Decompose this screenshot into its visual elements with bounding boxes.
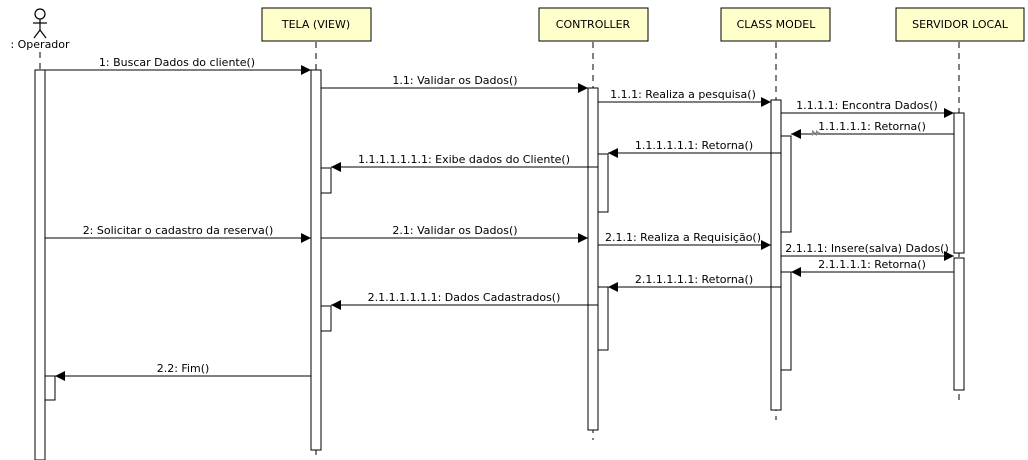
message-label-2: 2: Solicitar o cadastro da reserva() <box>83 224 274 237</box>
lifeline-head-tela-view: TELA (VIEW) <box>261 7 372 42</box>
activation-servidor-local-1 <box>953 112 965 254</box>
activation-class-model <box>770 99 782 411</box>
message-label-2-2: 2.2: Fim() <box>157 362 210 375</box>
activation-controller-nested-1 <box>597 153 609 213</box>
message-label-1-1-1-1: 1.1.1.1: Encontra Dados() <box>796 99 938 112</box>
return-chevron-icon <box>812 130 820 136</box>
message-label-1-1-1-1-1: 1.1.1.1.1: Retorna() <box>818 120 926 133</box>
lifeline-head-servidor-local: SERVIDOR LOCAL <box>895 7 1025 42</box>
activation-controller-nested-2 <box>597 286 609 351</box>
actor-operador: : Operador <box>10 8 70 51</box>
message-label-2-1: 2.1: Validar os Dados() <box>392 224 517 237</box>
svg-text:CLASS MODEL: CLASS MODEL <box>737 18 817 31</box>
lifeline-head-class-model: CLASS MODEL <box>720 7 831 42</box>
activation-operador-nested <box>44 375 56 401</box>
message-label-1-1: 1.1: Validar os Dados() <box>392 74 517 87</box>
message-label-1-1-1-1-1-1: 1.1.1.1.1.1: Retorna() <box>635 139 753 152</box>
message-label-2-1-1-1-1: 2.1.1.1.1: Retorna() <box>818 258 926 271</box>
activation-class-model-nested-2 <box>780 271 792 371</box>
actor-label: : Operador <box>10 38 70 51</box>
activation-operador <box>34 69 46 460</box>
activation-tela-view-nested-2 <box>320 305 332 332</box>
svg-text:SERVIDOR LOCAL: SERVIDOR LOCAL <box>912 18 1009 31</box>
svg-text:CONTROLLER: CONTROLLER <box>556 18 631 31</box>
activation-controller <box>587 87 599 431</box>
message-label-2-1-1: 2.1.1: Realiza a Requisição() <box>605 231 761 244</box>
message-label-2-1-1-1: 2.1.1.1: Insere(salva) Dados() <box>785 242 949 255</box>
lifeline-head-controller: CONTROLLER <box>538 7 649 42</box>
message-label-1: 1: Buscar Dados do cliente() <box>99 56 255 69</box>
message-label-1-1-1: 1.1.1: Realiza a pesquisa() <box>610 88 756 101</box>
activation-servidor-local-2 <box>953 257 965 391</box>
svg-text:TELA (VIEW): TELA (VIEW) <box>281 18 350 31</box>
message-label-2-1-1-1-1-1: 2.1.1.1.1.1: Retorna() <box>635 273 753 286</box>
actor-stick-figure-icon <box>33 8 47 39</box>
message-label-2-1-1-1-1-1-1: 2.1.1.1.1.1.1: Dados Cadastrados() <box>368 291 561 304</box>
activation-class-model-nested-1 <box>780 135 792 233</box>
activation-tela-view-nested-1 <box>320 167 332 194</box>
activation-tela-view <box>310 69 322 451</box>
message-label-1-1-1-1-1-1-1: 1.1.1.1.1.1.1: Exibe dados do Cliente() <box>358 153 570 166</box>
